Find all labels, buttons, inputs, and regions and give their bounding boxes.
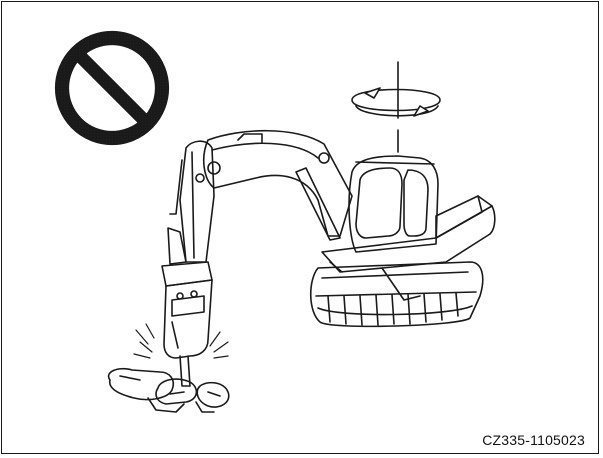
prohibition-icon [56, 32, 169, 145]
rotation-arrow-icon [352, 62, 440, 152]
excavator [109, 131, 495, 412]
crawler-track [311, 262, 483, 326]
cab [349, 156, 438, 252]
impact-lines [134, 324, 228, 358]
boom [204, 131, 352, 240]
breaker [162, 262, 212, 386]
arm [168, 141, 214, 264]
figure-code: CZ335-1105023 [482, 432, 585, 448]
rocks [109, 369, 229, 412]
